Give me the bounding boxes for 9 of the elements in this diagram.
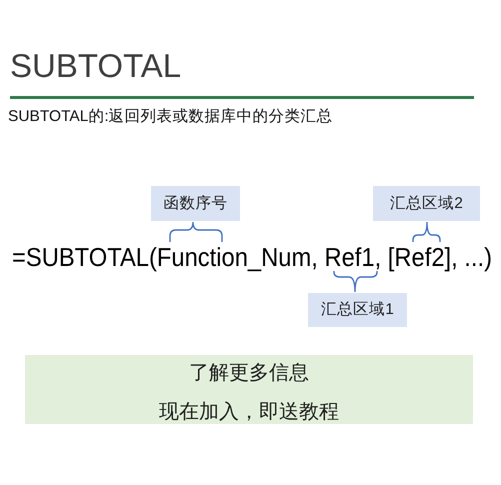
- info-banner: [25, 355, 473, 424]
- banner-text: 了解更多信息: [188, 360, 310, 384]
- banner-text: 现在加入，即送教程: [158, 400, 340, 424]
- subtitle: SUBTOTAL的:返回列表或数据库中的分类汇总: [8, 108, 333, 124]
- callout-box: 汇总区域2: [373, 186, 480, 221]
- title: SUBTOTAL: [10, 49, 182, 82]
- callout-box: 汇总区域1: [308, 293, 407, 327]
- formula-text: =SUBTOTAL(Function_Num, Ref1, [Ref2], ...): [12, 244, 492, 270]
- callout-box: 函数序号: [151, 186, 240, 221]
